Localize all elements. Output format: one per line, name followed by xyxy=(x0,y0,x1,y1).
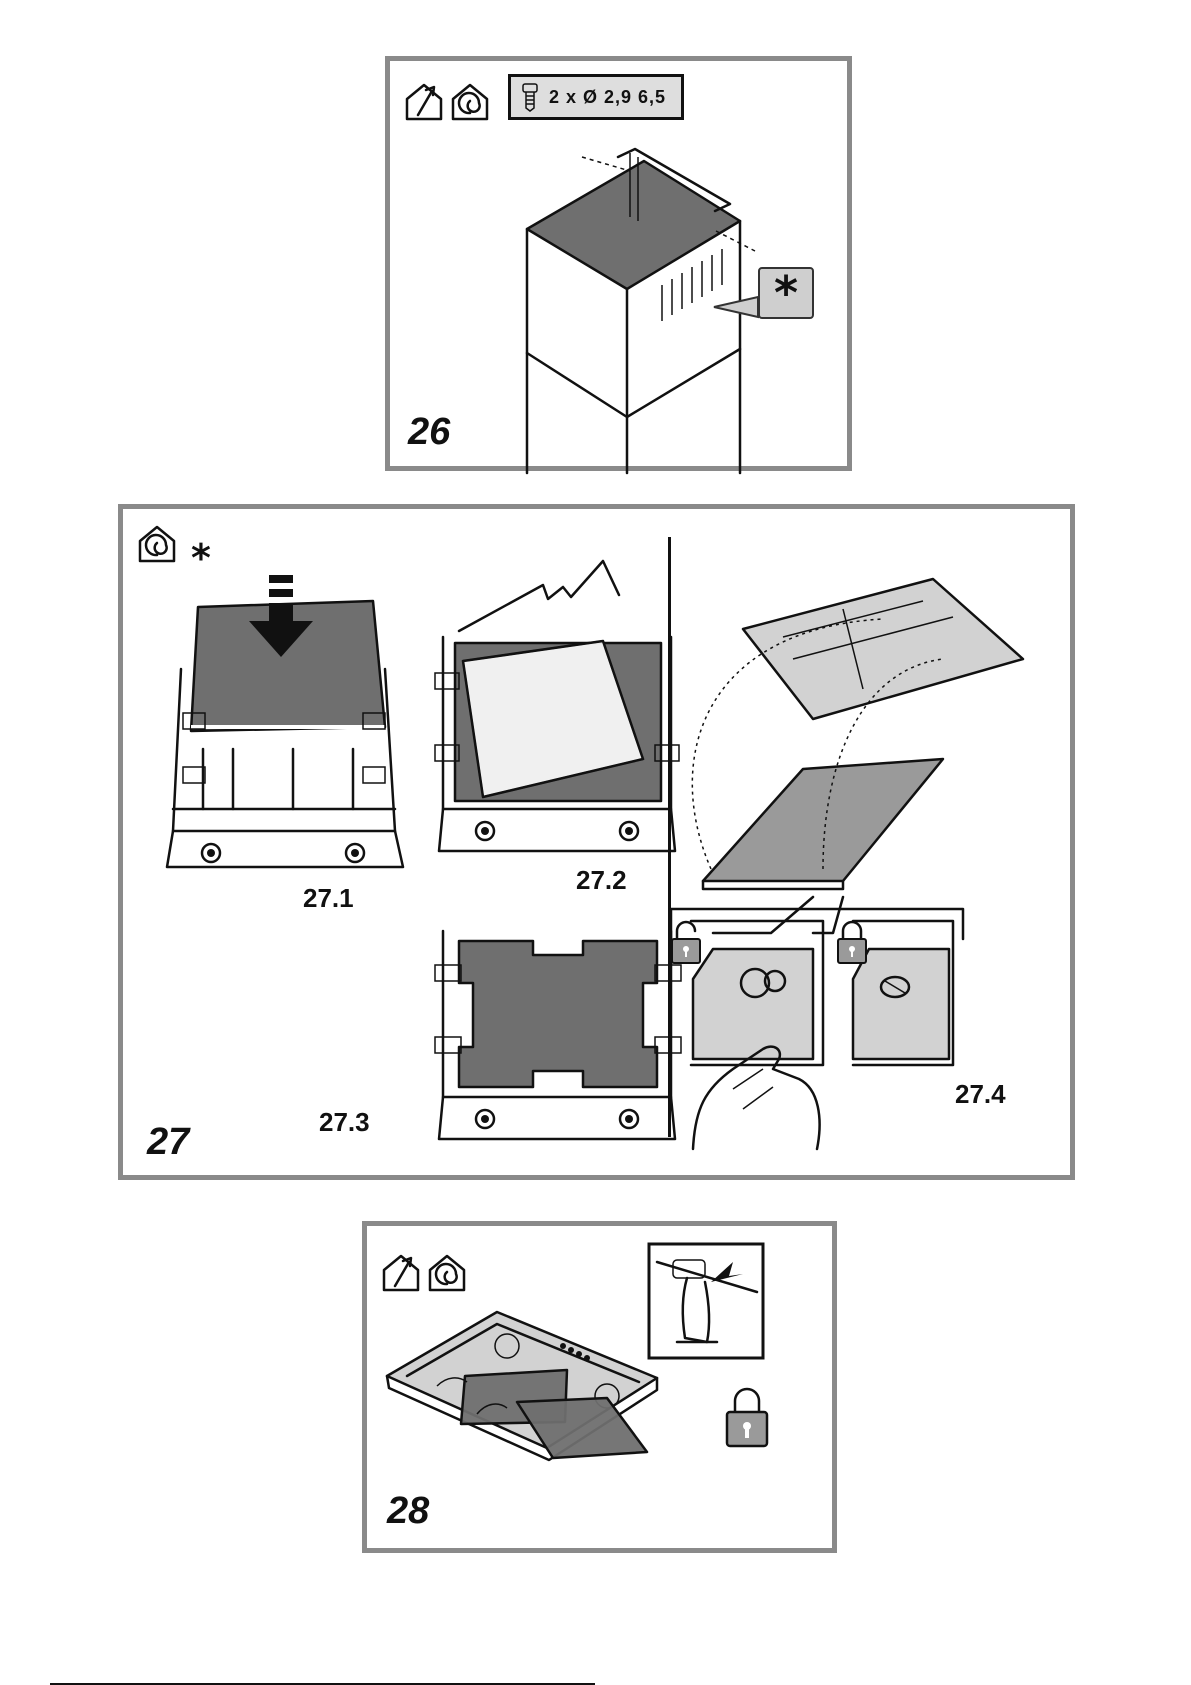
latch-detail-inset xyxy=(647,1242,765,1360)
figure-27-panel: * xyxy=(118,504,1075,1180)
figure-number-26: 26 xyxy=(408,411,450,454)
step-label-27-2: 27.2 xyxy=(576,865,627,896)
padlock-closed-icon xyxy=(835,921,869,965)
padlock-closed-icon xyxy=(723,1386,771,1448)
step-27-2-drawing xyxy=(435,561,679,851)
figure-26-panel: 2 x Ø 2,9 6,5 * 26 xyxy=(385,56,852,471)
figure-number-28: 28 xyxy=(387,1490,429,1533)
padlock-open-icon xyxy=(669,921,703,965)
step-27-4-drawing xyxy=(671,579,1023,1149)
step-label-27-1: 27.1 xyxy=(303,883,354,914)
step-27-1-drawing xyxy=(167,575,403,867)
step-label-27-3: 27.3 xyxy=(319,1107,370,1138)
filter-steps-illustration xyxy=(123,509,1080,1185)
figure-number-27: 27 xyxy=(147,1121,189,1164)
step-label-27-4: 27.4 xyxy=(955,1079,1006,1110)
callout-asterisk: * xyxy=(774,270,798,316)
step-27-3-drawing xyxy=(435,931,681,1139)
callout-asterisk-box: * xyxy=(758,267,814,319)
figure-28-panel: 28 xyxy=(362,1221,837,1553)
